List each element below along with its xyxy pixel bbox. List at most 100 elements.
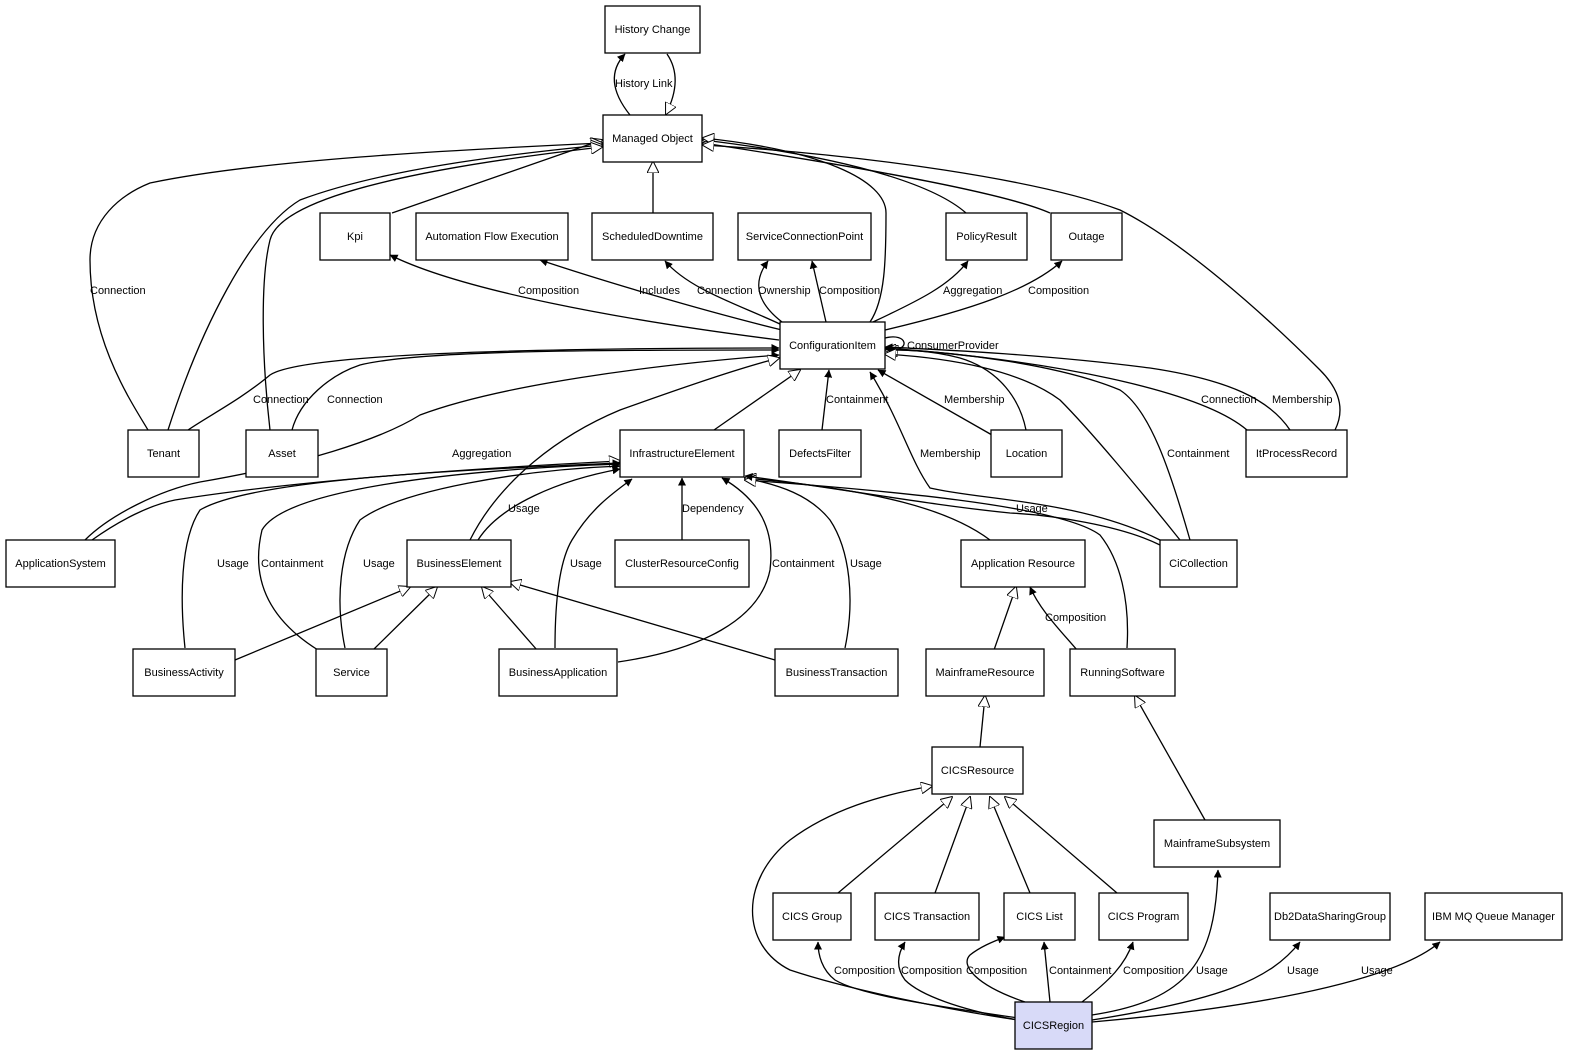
- edge-tenant-ci: [187, 344, 780, 431]
- node-label: CICSRegion: [1023, 1020, 1084, 1032]
- node-label: CICS Program: [1108, 911, 1180, 923]
- node-automation-flow-execution[interactable]: Automation Flow Execution: [415, 212, 569, 261]
- edge-region-list-composition: [966, 935, 1026, 1003]
- node-label: Automation Flow Execution: [425, 231, 558, 243]
- edge-region-group: [814, 941, 1019, 1019]
- label-region-db2-usage: Usage: [1287, 965, 1319, 977]
- label-cicoll-membership: Membership: [920, 448, 981, 460]
- node-location[interactable]: Location: [990, 429, 1063, 478]
- label-automation-includes: Includes: [639, 285, 680, 297]
- node-label: ApplicationSystem: [15, 558, 106, 570]
- node-label: BusinessElement: [417, 558, 502, 570]
- node-outage[interactable]: Outage: [1050, 212, 1123, 261]
- edge-cicoll-infra-usage: [744, 473, 1161, 546]
- edge-region-mainsub: [1091, 869, 1222, 1016]
- node-label: Outage: [1068, 231, 1104, 243]
- node-application-system[interactable]: ApplicationSystem: [5, 539, 116, 588]
- edge-cicoll-ci-containment: [884, 345, 1191, 541]
- node-label: ScheduledDowntime: [602, 231, 703, 243]
- edge-cicsprog-cicsres: [1005, 797, 1118, 894]
- label-scp-ownership: Ownership: [758, 285, 811, 297]
- node-business-element[interactable]: BusinessElement: [406, 539, 512, 588]
- edge-ci-policy: [872, 260, 969, 323]
- node-cics-resource[interactable]: CICSResource: [931, 746, 1024, 795]
- node-cics-transaction[interactable]: CICS Transaction: [874, 892, 980, 941]
- edge-cicoll-ci-inherit: [885, 354, 1181, 541]
- node-cics-region[interactable]: CICSRegion: [1014, 1001, 1093, 1050]
- node-service[interactable]: Service: [315, 648, 388, 697]
- edge-bizactivity-infra-usage: [181, 459, 621, 649]
- node-scheduled-downtime[interactable]: ScheduledDowntime: [591, 212, 714, 261]
- node-label: Managed Object: [612, 133, 693, 145]
- node-ci-collection[interactable]: CiCollection: [1159, 539, 1238, 588]
- node-ibm-mq-queue-manager[interactable]: IBM MQ Queue Manager: [1424, 892, 1563, 941]
- node-mainframe-resource[interactable]: MainframeResource: [925, 648, 1045, 697]
- node-configuration-item[interactable]: ConfigurationItem: [779, 321, 886, 370]
- node-label: Kpi: [347, 231, 363, 243]
- label-region-program-composition: Composition: [1123, 965, 1184, 977]
- node-business-application[interactable]: BusinessApplication: [498, 648, 618, 697]
- node-cics-list[interactable]: CICS List: [1003, 892, 1076, 941]
- node-business-transaction[interactable]: BusinessTransaction: [774, 648, 899, 697]
- edge-bizapp-infra-containment: [617, 477, 772, 663]
- node-business-activity[interactable]: BusinessActivity: [132, 648, 236, 697]
- node-label: ServiceConnectionPoint: [746, 231, 863, 243]
- label-bizactivity-usage: Usage: [217, 558, 249, 570]
- node-db2-data-sharing-group[interactable]: Db2DataSharingGroup: [1269, 892, 1391, 941]
- node-managed-object[interactable]: Managed Object: [602, 114, 703, 163]
- label-running-composition: Composition: [1045, 612, 1106, 624]
- edge-outage-managed: [703, 143, 1051, 214]
- node-cics-group[interactable]: CICS Group: [772, 892, 852, 941]
- label-region-group-composition: Composition: [834, 965, 895, 977]
- edge-bizelem-infra-usage: [477, 466, 621, 541]
- edge-service-bizelem: [372, 587, 437, 651]
- node-running-software[interactable]: RunningSoftware: [1069, 648, 1176, 697]
- edge-running-appres: [1029, 586, 1078, 651]
- edge-itprocess-ci-connection: [884, 344, 1248, 431]
- node-defects-filter[interactable]: DefectsFilter: [778, 429, 862, 478]
- node-label: ClusterResourceConfig: [625, 558, 739, 570]
- label-location-membership: Membership: [944, 394, 1005, 406]
- node-label: CICS Transaction: [884, 911, 970, 923]
- edge-bizelem-ci: [469, 358, 779, 541]
- node-label: ConfigurationItem: [789, 340, 876, 352]
- label-bizapp-containment: Containment: [772, 558, 834, 570]
- label-defects-containment: Containment: [826, 394, 888, 406]
- edge-tenant-managed: [89, 143, 602, 431]
- node-service-connection-point[interactable]: ServiceConnectionPoint: [737, 212, 872, 261]
- edge-tenant-managed-2: [167, 145, 602, 431]
- label-kpi-composition: Composition: [518, 285, 579, 297]
- edge-cicoll-ci-membership: [869, 371, 1161, 541]
- node-asset[interactable]: Asset: [245, 429, 319, 478]
- node-label: DefectsFilter: [789, 448, 851, 460]
- label-service-usage: Usage: [363, 558, 395, 570]
- edge-biztxn-bizelem: [510, 582, 776, 661]
- node-label: MainframeResource: [935, 667, 1034, 679]
- label-ci-consumer-provider: ConsumerProvider: [907, 340, 999, 352]
- label-cluster-dependency: Dependency: [682, 503, 744, 515]
- edge-kpi-managed: [391, 140, 602, 214]
- node-policy-result[interactable]: PolicyResult: [945, 212, 1028, 261]
- node-cluster-resource-config[interactable]: ClusterResourceConfig: [614, 539, 750, 588]
- edge-biztxn-infra-usage: [744, 475, 851, 649]
- edge-running-infra: [745, 480, 1129, 649]
- node-label: Tenant: [147, 448, 180, 460]
- node-infrastructure-element[interactable]: InfrastructureElement: [619, 429, 745, 478]
- edge-cicstxn-cicsres: [934, 797, 970, 894]
- node-label: MainframeSubsystem: [1164, 838, 1270, 850]
- node-label: RunningSoftware: [1080, 667, 1164, 679]
- node-application-resource[interactable]: Application Resource: [960, 539, 1086, 588]
- node-it-process-record[interactable]: ItProcessRecord: [1245, 429, 1348, 478]
- node-cics-program[interactable]: CICS Program: [1098, 892, 1189, 941]
- edge-location-ci: [877, 369, 993, 436]
- label-tenant-connection: Connection: [90, 285, 146, 297]
- node-history-change[interactable]: History Change: [604, 5, 701, 54]
- edge-asset-managed: [262, 147, 602, 431]
- node-tenant[interactable]: Tenant: [127, 429, 200, 478]
- node-mainframe-subsystem[interactable]: MainframeSubsystem: [1153, 819, 1281, 868]
- node-label: Db2DataSharingGroup: [1274, 911, 1386, 923]
- node-kpi[interactable]: Kpi: [319, 212, 391, 261]
- node-label: Service: [333, 667, 370, 679]
- label-scheduled-connection: Connection: [697, 285, 753, 297]
- label-cicoll-usage: Usage: [1016, 503, 1048, 515]
